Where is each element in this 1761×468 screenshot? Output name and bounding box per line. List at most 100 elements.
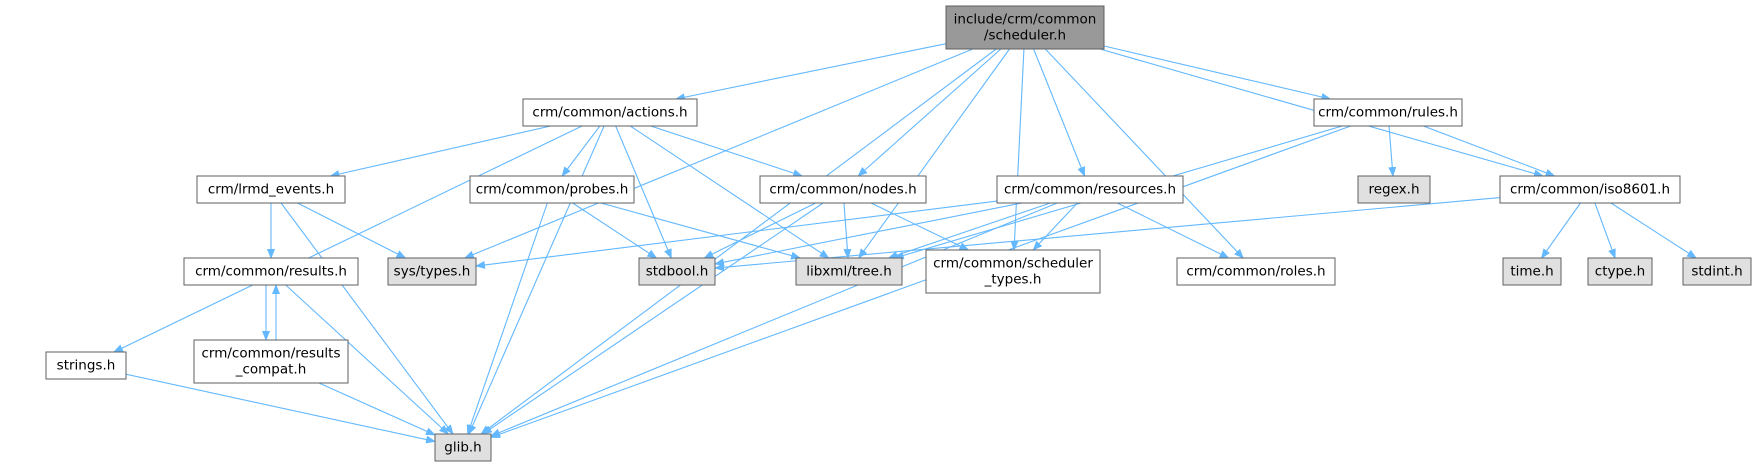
- edge-lrmd-to-systypes: [297, 202, 407, 259]
- node-label: include/crm/common: [954, 12, 1097, 28]
- edge-resources-to-stdbool: [714, 202, 1023, 267]
- node-box: [638, 257, 716, 286]
- edge-iso8601-to-stdint: [1610, 202, 1697, 259]
- node-systypes: sys/types.h: [387, 257, 477, 286]
- node-label: crm/common/actions.h: [532, 105, 687, 121]
- node-label: crm/common/resources.h: [1004, 182, 1176, 198]
- node-label: crm/lrmd_events.h: [208, 182, 334, 198]
- node-label: stdbool.h: [646, 264, 709, 280]
- edge-probes-to-tree: [600, 202, 802, 260]
- node-actions[interactable]: crm/common/actions.h: [522, 98, 698, 127]
- edge-nodes-to-tree: [843, 202, 852, 259]
- node-ctype: ctype.h: [1587, 257, 1653, 286]
- edge-root-to-nodes: [857, 48, 1002, 177]
- node-label: crm/common/rules.h: [1318, 105, 1458, 121]
- node-box: [387, 257, 477, 286]
- edge-resources-to-roles: [1117, 202, 1230, 259]
- node-time: time.h: [1502, 257, 1562, 286]
- node-box: [759, 175, 927, 204]
- node-probes[interactable]: crm/common/probes.h: [469, 175, 635, 204]
- node-stdint: stdint.h: [1682, 257, 1752, 286]
- node-label: glib.h: [444, 440, 482, 456]
- edge-actions-to-glib: [468, 125, 605, 435]
- node-label: stdint.h: [1691, 264, 1742, 280]
- edge-root-to-roles: [1044, 48, 1244, 259]
- edge-rules-to-iso8601: [1423, 125, 1556, 177]
- edge-actions-to-nodes: [650, 125, 804, 177]
- node-label: crm/common/scheduler: [933, 256, 1093, 272]
- node-label: time.h: [1510, 264, 1553, 280]
- edge-lrmd-to-glib: [280, 202, 454, 435]
- edge-actions-to-tree: [629, 125, 830, 259]
- node-label: regex.h: [1368, 182, 1419, 198]
- node-box: [45, 351, 127, 380]
- edge-iso8601-to-time: [1540, 202, 1581, 259]
- node-box: [945, 5, 1105, 50]
- edge-actions-to-probes: [561, 125, 601, 177]
- node-roles[interactable]: crm/common/roles.h: [1176, 257, 1336, 286]
- node-label: sys/types.h: [394, 264, 471, 280]
- node-label: crm/common/results.h: [195, 264, 347, 280]
- edge-root-to-resources: [1033, 48, 1086, 177]
- edge-actions-to-lrmd: [329, 125, 551, 178]
- node-layer: include/crm/common/scheduler.h crm/common…: [45, 5, 1752, 462]
- node-box: [1313, 98, 1463, 127]
- node-label: crm/common/results: [201, 346, 340, 362]
- node-strings[interactable]: strings.h: [45, 351, 127, 380]
- edge-compat-to-glib: [318, 382, 436, 436]
- node-label: crm/common/roles.h: [1186, 264, 1325, 280]
- node-box: [1499, 175, 1681, 204]
- node-label: crm/common/nodes.h: [769, 182, 916, 198]
- node-box: [196, 175, 346, 204]
- node-label: ctype.h: [1595, 264, 1645, 280]
- node-box: [1682, 257, 1752, 286]
- node-box: [1502, 257, 1562, 286]
- node-box: [434, 433, 492, 462]
- node-label: crm/common/probes.h: [476, 182, 629, 198]
- node-tree: libxml/tree.h: [795, 257, 903, 286]
- node-resources[interactable]: crm/common/resources.h: [996, 175, 1184, 204]
- node-label: _types.h: [984, 272, 1042, 288]
- node-compat[interactable]: crm/common/results_compat.h: [193, 339, 349, 384]
- edge-root-to-schedtypes: [1010, 48, 1025, 251]
- edge-nodes-to-glib: [482, 202, 824, 435]
- edge-actions-to-stdbool: [615, 125, 672, 259]
- node-iso8601[interactable]: crm/common/iso8601.h: [1499, 175, 1681, 204]
- node-box: [996, 175, 1184, 204]
- node-box: [1357, 175, 1431, 204]
- edge-resources-to-schedtypes: [1032, 202, 1078, 251]
- edge-root-to-actions: [674, 43, 947, 102]
- node-box: [183, 257, 359, 286]
- edge-actions-to-strings: [113, 125, 583, 353]
- node-stdbool: stdbool.h: [638, 257, 716, 286]
- edge-results-to-glib: [285, 284, 450, 435]
- node-rules[interactable]: crm/common/rules.h: [1313, 98, 1463, 127]
- edge-nodes-to-schedtypes: [870, 202, 970, 251]
- node-box: [193, 339, 349, 384]
- edge-iso8601-to-ctype: [1594, 202, 1616, 259]
- node-label: _compat.h: [235, 362, 307, 378]
- node-box: [1587, 257, 1653, 286]
- node-root[interactable]: include/crm/common/scheduler.h: [945, 5, 1105, 50]
- node-box: [795, 257, 903, 286]
- edge-root-to-tree: [858, 48, 1010, 259]
- node-results[interactable]: crm/common/results.h: [183, 257, 359, 286]
- node-box: [925, 249, 1101, 294]
- node-box: [522, 98, 698, 127]
- edge-strings-to-glib: [125, 373, 436, 444]
- node-label: /scheduler.h: [984, 28, 1066, 44]
- edge-root-to-rules: [1103, 45, 1332, 101]
- edge-probes-to-glib: [466, 202, 548, 435]
- node-lrmd[interactable]: crm/lrmd_events.h: [196, 175, 346, 204]
- node-label: crm/common/iso8601.h: [1510, 182, 1670, 198]
- node-box: [1176, 257, 1336, 286]
- node-nodes[interactable]: crm/common/nodes.h: [759, 175, 927, 204]
- node-glib: glib.h: [434, 433, 492, 462]
- edge-rules-to-regex: [1388, 125, 1397, 177]
- node-schedtypes[interactable]: crm/common/scheduler_types.h: [925, 249, 1101, 294]
- edge-resources-to-glib: [490, 202, 1058, 437]
- edge-root-to-systypes: [463, 48, 973, 259]
- node-label: libxml/tree.h: [806, 264, 892, 280]
- edge-resources-to-systypes: [475, 200, 998, 269]
